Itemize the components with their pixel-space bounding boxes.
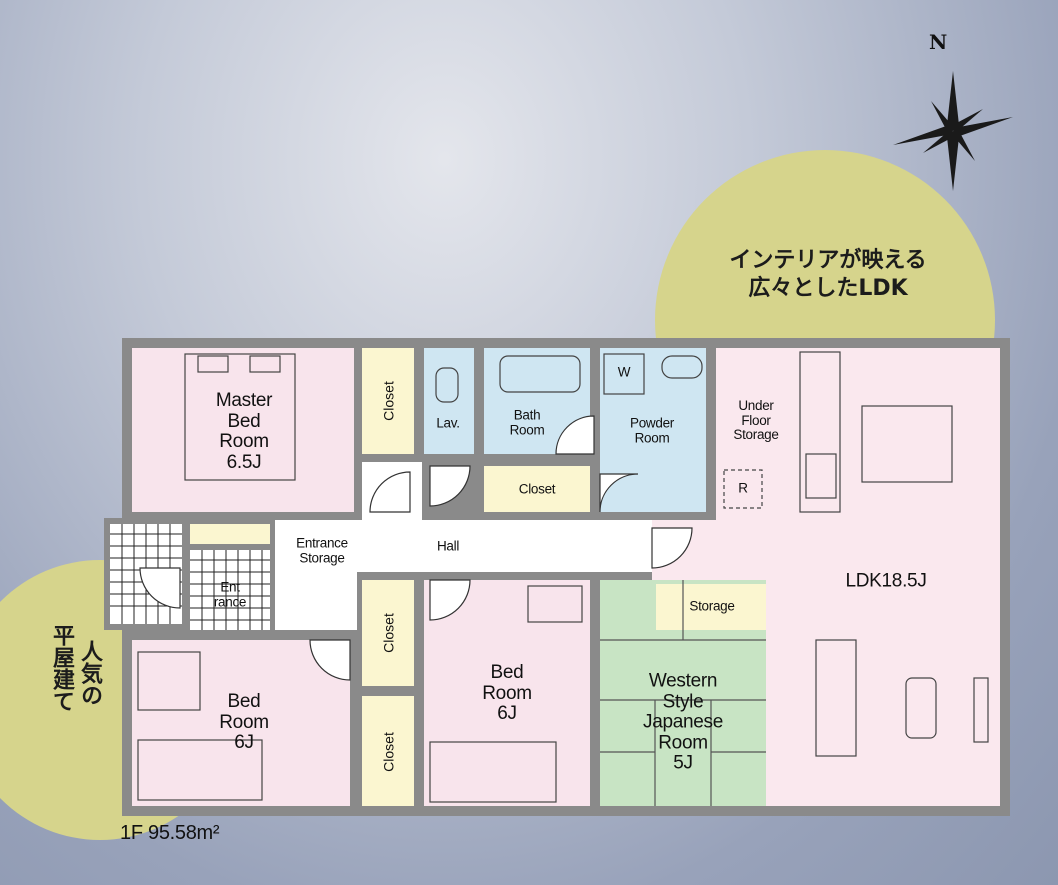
center-closet-top	[362, 580, 414, 686]
north-label: N	[929, 30, 948, 54]
fridge-mark: R	[738, 480, 748, 496]
entrance-storage	[190, 524, 270, 544]
single-story-caption-col1: 人気の	[77, 640, 102, 706]
center-closet-bottom	[362, 696, 414, 806]
center-bed-room-label: Bed Room 6J	[482, 662, 532, 725]
single-story-caption-col2: 平屋建て	[49, 624, 74, 712]
master-bed-room-label: Master Bed Room 6.5J	[215, 389, 273, 473]
left-bed-room-label: Bed Room 6J	[219, 691, 269, 754]
ldk-caption-line2: 広々としたLDK	[748, 275, 908, 301]
entrance-label: Ent rance	[213, 579, 247, 609]
left-bed-room	[132, 640, 350, 806]
storage-label: Storage	[689, 598, 735, 614]
hall-closet	[484, 466, 590, 512]
ldk-caption: インテリアが映える 広々としたLDK	[708, 247, 948, 302]
entrance	[190, 550, 270, 630]
master-closet	[362, 348, 414, 454]
floor-area-label: 1F 95.58m²	[120, 822, 220, 844]
hall-label: Hall	[436, 538, 460, 554]
ldk-label: LDK18.5J	[845, 570, 927, 592]
door-swings	[139, 415, 693, 681]
center-closet-top-label: Closet	[380, 613, 397, 653]
ldk-caption-line1: インテリアが映える	[729, 248, 927, 273]
master-closet-label: Closet	[380, 381, 397, 421]
hall-closet-label: Closet	[518, 481, 556, 497]
washer-mark: W	[617, 364, 631, 380]
bath-room-label: Bath Room	[509, 407, 545, 437]
rooms	[110, 348, 1000, 806]
storage	[656, 584, 766, 630]
furniture	[137, 351, 989, 803]
lav-label: Lav.	[436, 415, 460, 431]
center-bed-room	[424, 580, 590, 806]
master-bed-room	[132, 348, 354, 512]
powder-room	[600, 348, 706, 512]
entrance-storage-label: Entrance Storage	[296, 535, 348, 565]
compass-rose-icon	[893, 71, 1013, 191]
tatami-room-label: Western Style Japanese Room 5J	[642, 670, 724, 774]
powder-room-label: Powder Room	[630, 415, 674, 445]
lav-room	[424, 348, 474, 454]
hall-left	[275, 520, 357, 630]
tatami-lines	[600, 580, 766, 806]
center-closet-bottom-label: Closet	[380, 732, 397, 772]
under-floor-storage-label: Under Floor Storage	[733, 398, 779, 443]
